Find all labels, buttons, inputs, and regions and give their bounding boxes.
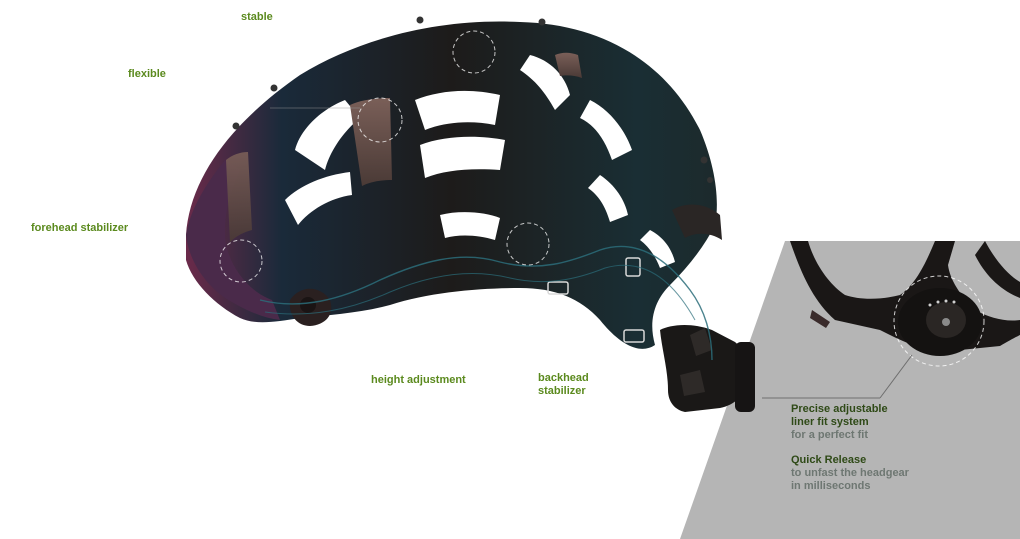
quick-release-subtitle-line-1: to unfast the headgear xyxy=(791,467,909,479)
helmet xyxy=(186,16,755,412)
fit-system-dial-closeup xyxy=(762,241,1020,399)
backhead-stabilizer-line-2: stabilizer xyxy=(538,385,586,397)
flexible-label: flexible xyxy=(128,68,166,80)
fit-system-callout: Precise adjustable liner fit system for … xyxy=(791,403,888,442)
quick-release-callout: Quick Release to unfast the headgear in … xyxy=(791,454,909,493)
quick-release-title: Quick Release xyxy=(791,454,867,466)
quick-release-subtitle-line-2: in milliseconds xyxy=(791,480,871,492)
height-adjustment-label: height adjustment xyxy=(371,374,466,386)
backhead-stabilizer-label: backhead stabilizer xyxy=(538,372,589,398)
fit-system-title-line-1: Precise adjustable xyxy=(791,403,888,415)
backhead-stabilizer-line-1: backhead xyxy=(538,372,589,384)
stable-label: stable xyxy=(241,11,273,23)
fit-system-title-line-2: liner fit system xyxy=(791,416,869,428)
fit-system-subtitle: for a perfect fit xyxy=(791,429,869,441)
forehead-stabilizer-label: forehead stabilizer xyxy=(31,222,129,234)
